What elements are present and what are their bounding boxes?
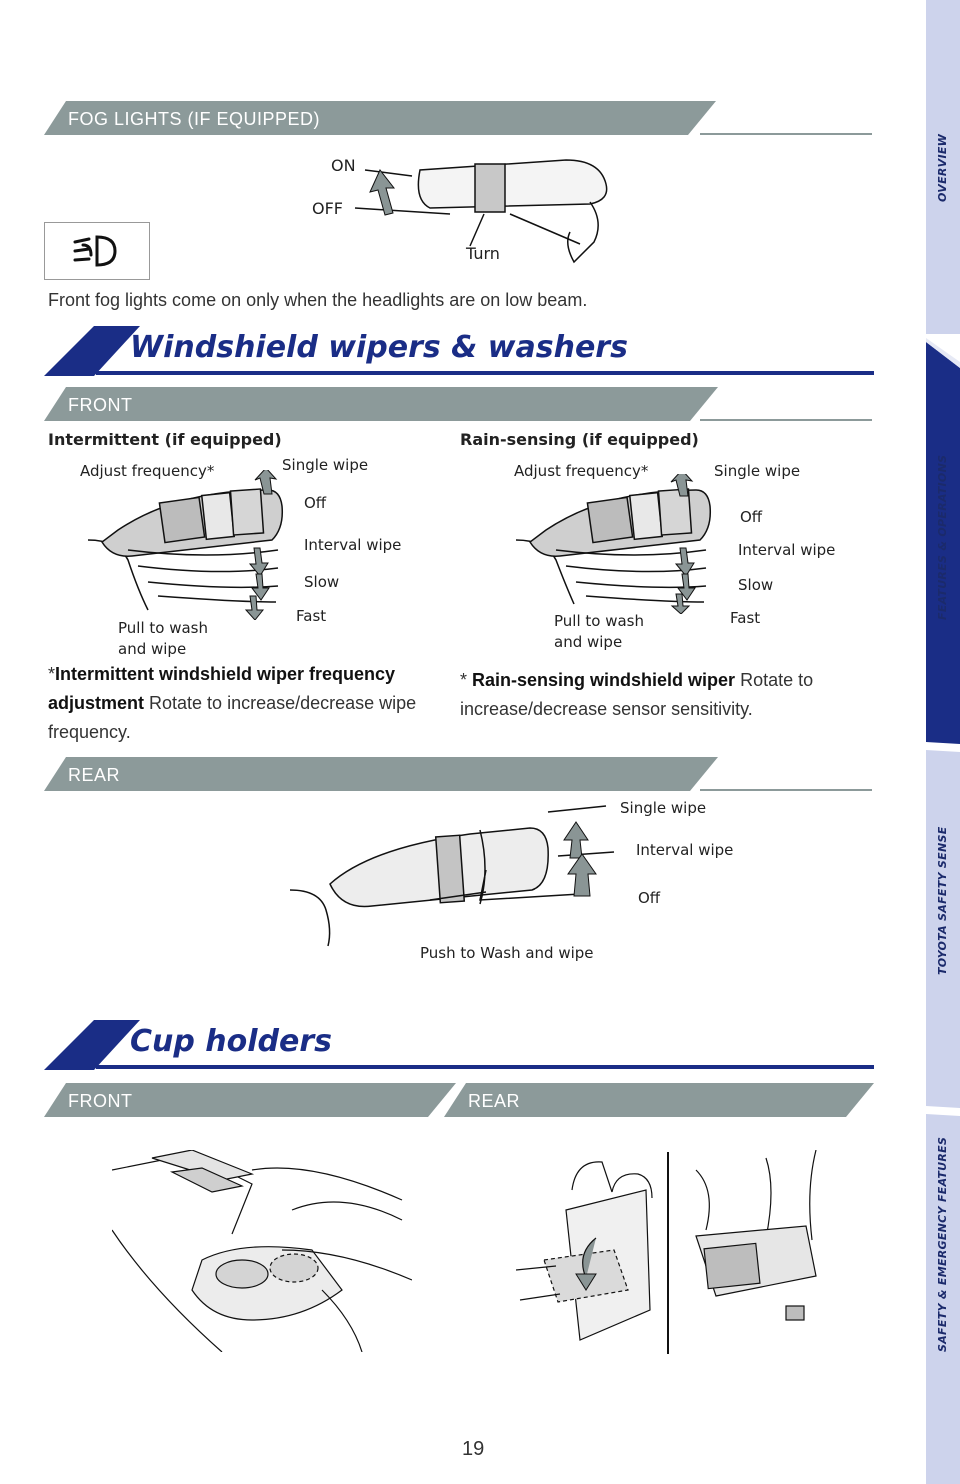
fog-icon-box [44, 222, 150, 280]
rain-adjust-label: Adjust frequency* [514, 462, 649, 480]
cup-front-bar-label: FRONT [68, 1091, 133, 1111]
rear-cup-holder-illustration [516, 1150, 817, 1354]
page-number: 19 [462, 1438, 485, 1460]
rain-interval-label: Interval wipe [738, 541, 836, 559]
cup-blue-tab [44, 1020, 140, 1070]
intermittent-off-label: Off [304, 494, 327, 512]
rain-note-star: * [460, 670, 473, 690]
intermittent-interval-label: Interval wipe [304, 536, 402, 554]
nav-safety-emergency[interactable]: SAFETY & EMERGENCY FEATURES [936, 1136, 949, 1352]
cup-section-title: Cup holders [130, 1024, 333, 1059]
fog-off-label: OFF [312, 199, 343, 218]
front-fog-light-icon [73, 235, 117, 267]
cup-rear-bar-label: REAR [468, 1091, 521, 1111]
rain-off-label: Off [740, 508, 763, 526]
wipers-rear-bar: REAR [44, 757, 718, 791]
rain-note-bold: Rain-sensing windshield wiper [472, 670, 736, 690]
nav-overview[interactable]: OVERVIEW [936, 133, 949, 202]
front-bar-rule [700, 419, 872, 421]
rain-note-text: Rotate to increase/decrease sensor sensi… [460, 670, 814, 719]
wipers-section-title: Windshield wipers & washers [130, 330, 628, 365]
wipers-front-bar-label: FRONT [68, 395, 133, 415]
intermittent-note-text: Rotate to increase/decrease wipe frequen… [48, 693, 417, 742]
rain-wiper-lever-illustration [516, 474, 712, 614]
intermittent-adjust-label: Adjust frequency* [80, 462, 215, 480]
rain-heading: Rain-sensing (if equipped) [460, 430, 699, 449]
intermittent-note-star: * [48, 664, 56, 684]
wipers-rear-bar-label: REAR [68, 765, 121, 785]
intermittent-fast-label: Fast [296, 607, 327, 625]
rear-off-label: Off [638, 889, 661, 907]
front-cup-holder-illustration [112, 1150, 412, 1352]
rear-bar-rule [700, 789, 872, 791]
side-nav: OVERVIEW FEATURES & OPERATIONS TOYOTA SA… [926, 0, 960, 1484]
intermittent-note-bold: Intermittent windshield wiper frequency … [48, 664, 396, 713]
rear-single-label: Single wipe [620, 799, 707, 817]
fog-light-lever-illustration [354, 159, 608, 264]
nav-toyota-safety-sense[interactable]: TOYOTA SAFETY SENSE [936, 826, 949, 975]
wipers-front-bar: FRONT [44, 387, 718, 421]
intermittent-single-label: Single wipe [282, 456, 369, 474]
rain-slow-label: Slow [738, 576, 774, 594]
intermittent-slow-label: Slow [304, 573, 340, 591]
side-nav-tabs [926, 0, 960, 1484]
rain-fast-label: Fast [730, 609, 761, 627]
rear-push-label: Push to Wash and wipe [420, 944, 594, 962]
cup-rear-bar: REAR [444, 1083, 874, 1117]
cup-title-rule [96, 1065, 874, 1069]
nav-features-operations[interactable]: FEATURES & OPERATIONS [936, 454, 949, 620]
wipers-title-rule [96, 371, 874, 375]
fog-lights-bar: FOG LIGHTS (IF EQUIPPED) [44, 101, 716, 135]
cup-front-bar: FRONT [44, 1083, 456, 1117]
intermittent-pull-label-1: Pull to wash [118, 619, 208, 637]
rain-note: * Rain-sensing windshield wiper Rotate t… [460, 666, 880, 724]
intermittent-pull-label-2: and wipe [118, 640, 187, 658]
fog-bar-rule [700, 133, 872, 135]
intermittent-note: *Intermittent windshield wiper frequency… [48, 660, 438, 747]
rain-pull-label-2: and wipe [554, 633, 623, 651]
wipers-blue-tab [44, 326, 140, 376]
fog-on-label: ON [331, 156, 356, 175]
fog-turn-label: Turn [466, 244, 500, 263]
rear-wiper-lever-illustration [290, 805, 615, 947]
rain-pull-label-1: Pull to wash [554, 612, 644, 630]
intermittent-heading: Intermittent (if equipped) [48, 430, 282, 449]
fog-lights-bar-label: FOG LIGHTS (IF EQUIPPED) [68, 109, 321, 129]
rear-interval-label: Interval wipe [636, 841, 734, 859]
fog-caption: Front fog lights come on only when the h… [48, 290, 588, 310]
intermittent-wiper-lever-illustration [88, 470, 284, 620]
rain-single-label: Single wipe [714, 462, 801, 480]
